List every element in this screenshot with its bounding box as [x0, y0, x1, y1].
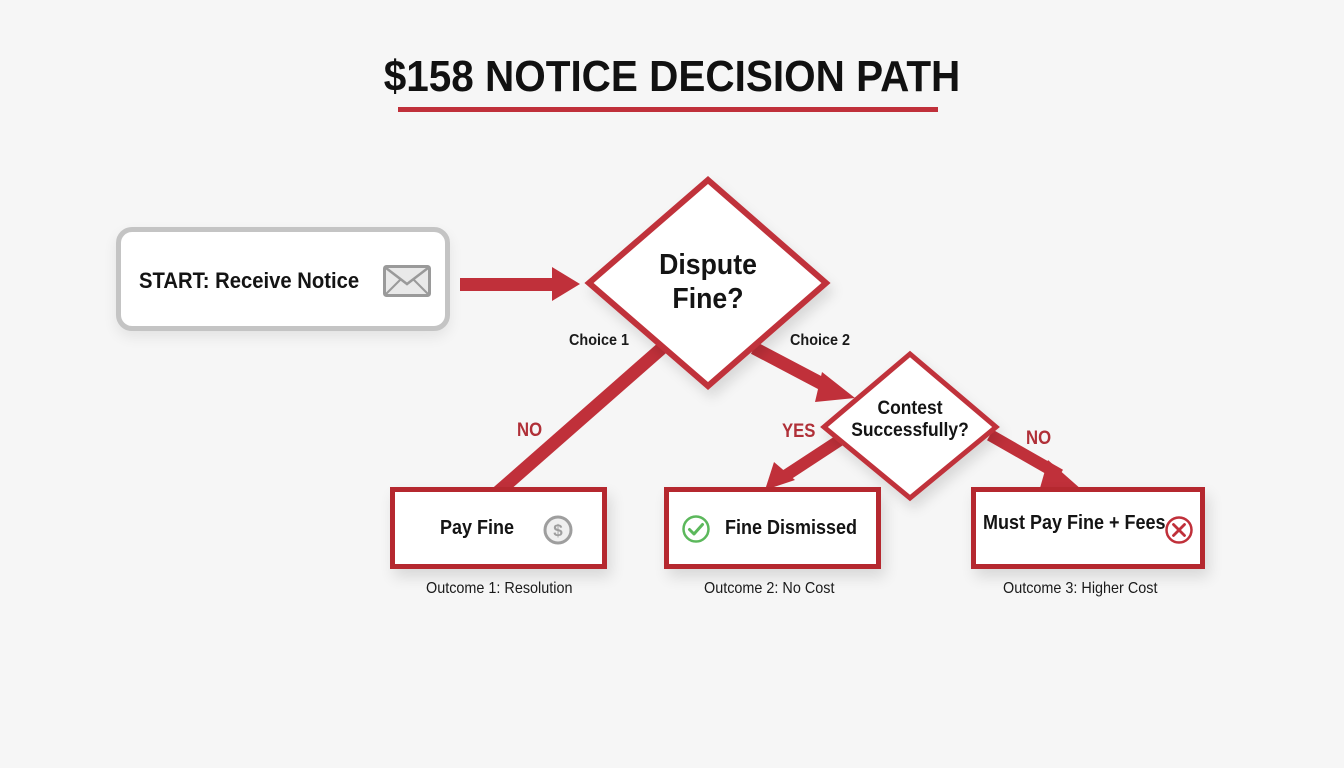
- arrow-yes: [765, 434, 844, 490]
- decision-diamond-contest: [820, 350, 1000, 502]
- branch-no-label-2: NO: [1026, 428, 1052, 449]
- branch-yes-label: YES: [782, 421, 816, 442]
- arrow-start-to-dispute: [460, 267, 580, 301]
- choice-1-label: Choice 1: [569, 332, 630, 349]
- outcome-1-label: Pay Fine: [440, 517, 515, 539]
- x-circle-icon: [1165, 516, 1193, 544]
- outcome-3-caption: Outcome 3: Higher Cost: [1003, 580, 1158, 597]
- arrow-choice2: [750, 342, 855, 402]
- decision-dispute-line1: Dispute: [659, 249, 757, 281]
- decision-contest-text: Contest Successfully?: [846, 398, 975, 442]
- outcome-1-caption: Outcome 1: Resolution: [426, 580, 573, 597]
- dollar-coin-icon: $: [543, 515, 573, 545]
- check-circle-icon: [682, 515, 710, 543]
- outcome-2-caption: Outcome 2: No Cost: [704, 580, 835, 597]
- arrow-choice1-no: [493, 343, 667, 497]
- decision-contest-line1: Contest: [877, 398, 943, 419]
- outcome-2-label: Fine Dismissed: [725, 517, 858, 539]
- decision-dispute-line2: Fine?: [672, 283, 744, 315]
- arrow-no-outcome3: [987, 429, 1082, 490]
- start-label: START: Receive Notice: [139, 268, 360, 293]
- envelope-icon: [383, 265, 431, 297]
- title-underline: [398, 107, 938, 112]
- decision-diamond-dispute: [584, 176, 831, 390]
- outcome-3-label: Must Pay Fine + Fees: [983, 512, 1166, 534]
- choice-2-label: Choice 2: [790, 332, 851, 349]
- decision-contest-line2: Successfully?: [851, 420, 969, 441]
- decision-dispute-text: Dispute Fine?: [625, 248, 791, 316]
- page-title: $158 NOTICE DECISION PATH: [383, 52, 961, 101]
- svg-text:$: $: [553, 521, 563, 540]
- branch-no-label-1: NO: [517, 420, 543, 441]
